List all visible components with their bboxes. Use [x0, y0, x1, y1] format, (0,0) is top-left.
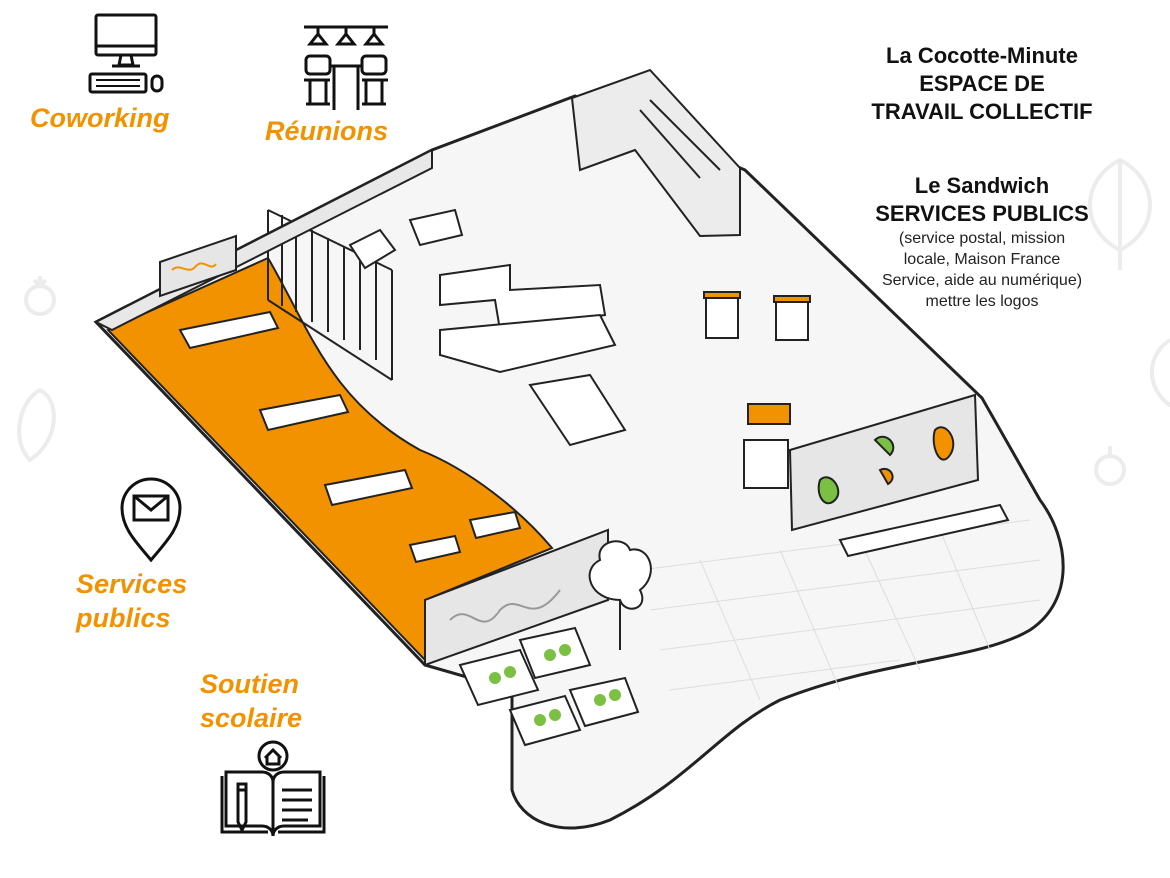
cocotte-line1: ESPACE DE	[919, 71, 1045, 96]
cocotte-name: La Cocotte-Minute	[886, 43, 1078, 68]
soutien-label-line1: Soutien	[200, 669, 299, 699]
sandwich-desc-2: locale, Maison France	[903, 251, 1061, 268]
garden-planters	[458, 626, 640, 747]
sandwich-info: Le Sandwich SERVICES PUBLICS (service po…	[832, 172, 1132, 312]
coworking-label: Coworking	[30, 103, 170, 133]
terrace-table	[838, 503, 1010, 558]
sandwich-desc-3: Service, aide au numérique)	[881, 272, 1083, 289]
terrace-grid	[639, 519, 1041, 701]
sandwich-desc-4: mettre les logos	[925, 293, 1039, 310]
meeting-board	[159, 234, 237, 298]
computer-icon	[88, 13, 164, 94]
cocotte-line2: TRAVAIL COLLECTIF	[871, 99, 1093, 124]
sandwich-title: SERVICES PUBLICS	[875, 201, 1089, 226]
lounge	[348, 208, 464, 270]
meeting-room-icon	[304, 25, 388, 110]
sandwich-desc-1: (service postal, mission	[898, 230, 1066, 247]
reunions-label: Réunions	[265, 116, 389, 146]
back-kitchen	[570, 68, 741, 238]
garden-wall	[424, 528, 609, 667]
building-floor	[93, 94, 1065, 830]
market-stalls	[703, 291, 811, 489]
background-doodles	[17, 157, 1170, 486]
kitchen-island	[439, 263, 627, 447]
sandwich-name: Le Sandwich	[914, 173, 1050, 198]
book-house-icon	[220, 740, 326, 837]
soutien-label-line2: scolaire	[200, 703, 303, 733]
tree	[588, 540, 652, 650]
coworking-desks	[178, 310, 522, 564]
mural-wall	[788, 393, 980, 532]
services-zone	[106, 256, 554, 663]
mail-pin-icon	[120, 477, 182, 563]
cocotte-info: La Cocotte-Minute ESPACE DE TRAVAIL COLL…	[832, 42, 1132, 126]
services-label-line2: publics	[76, 603, 171, 633]
services-label-line1: Services	[76, 569, 188, 599]
